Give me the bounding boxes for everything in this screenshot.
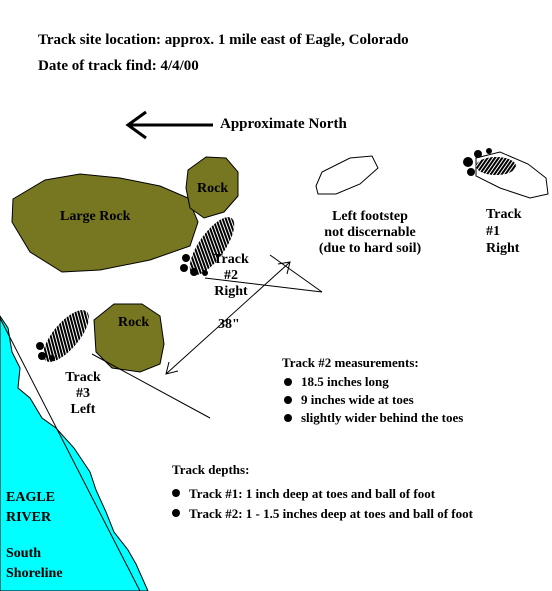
- shoreline-line-1: South: [6, 546, 42, 561]
- distance-label: 38": [218, 317, 240, 332]
- left-footstep-outline: [315, 155, 379, 195]
- track-2-line-2: #2: [224, 268, 238, 283]
- track-3-line-3: Left: [70, 402, 96, 417]
- distance-lines: [91, 254, 323, 419]
- measurements-list: 18.5 inches long 9 inches wide at toes s…: [282, 373, 463, 427]
- depth-item: Track #2: 1 - 1.5 inches deep at toes an…: [170, 504, 473, 524]
- track-1-line-1: Track: [486, 207, 522, 222]
- left-footstep-line-2: not discernable: [324, 225, 416, 240]
- track-1-line-2: #1: [486, 224, 500, 239]
- depth-item: Track #1: 1 inch deep at toes and ball o…: [170, 484, 473, 504]
- track-3-label: Track #3 Left: [62, 370, 104, 418]
- track-3-line-2: #3: [76, 386, 90, 401]
- large-rock-label: Large Rock: [60, 209, 131, 224]
- left-footstep-line-3: (due to hard soil): [318, 241, 422, 256]
- measurements-title: Track #2 measurements:: [282, 355, 419, 370]
- north-label: Approximate North: [220, 116, 347, 132]
- south-shoreline-label: South Shoreline: [6, 544, 63, 584]
- top-rock-label: Rock: [197, 181, 229, 196]
- large-rock: [11, 173, 199, 273]
- track-3-footprint: [36, 310, 89, 362]
- track-1-label: Track #1 Right: [486, 206, 522, 257]
- left-footstep-note: Left footstep not discernable (due to ha…: [300, 209, 440, 257]
- left-footstep-line-1: Left footstep: [332, 209, 408, 224]
- left-rock-label: Rock: [118, 315, 150, 330]
- site-location-text: Track site location: approx. 1 mile east…: [38, 32, 409, 48]
- track-3-line-1: Track: [65, 370, 101, 385]
- depths-list: Track #1: 1 inch deep at toes and ball o…: [170, 484, 473, 524]
- track-2-line-3: Right: [214, 284, 248, 299]
- depths-title: Track depths:: [172, 462, 250, 477]
- top-rock: [185, 156, 239, 219]
- river-name: EAGLE RIVER: [6, 488, 55, 528]
- track-2-footprint: [180, 217, 235, 276]
- find-date-text: Date of track find: 4/4/00: [38, 58, 199, 74]
- track-1-line-3: Right: [486, 241, 520, 256]
- measurement-item: 18.5 inches long: [282, 373, 463, 391]
- eagle-river: [0, 315, 149, 591]
- shore-line: [0, 317, 141, 591]
- river-name-line-2: RIVER: [6, 510, 52, 525]
- river-name-line-1: EAGLE: [6, 490, 56, 505]
- track-2-line-1: Track: [213, 252, 249, 267]
- north-arrow: [125, 110, 213, 140]
- measurement-item: slightly wider behind the toes: [282, 409, 463, 427]
- shoreline-line-2: Shoreline: [6, 566, 63, 581]
- track-2-label: Track #2 Right: [208, 252, 254, 300]
- measurement-item: 9 inches wide at toes: [282, 391, 463, 409]
- track-1-footprint: [463, 148, 549, 199]
